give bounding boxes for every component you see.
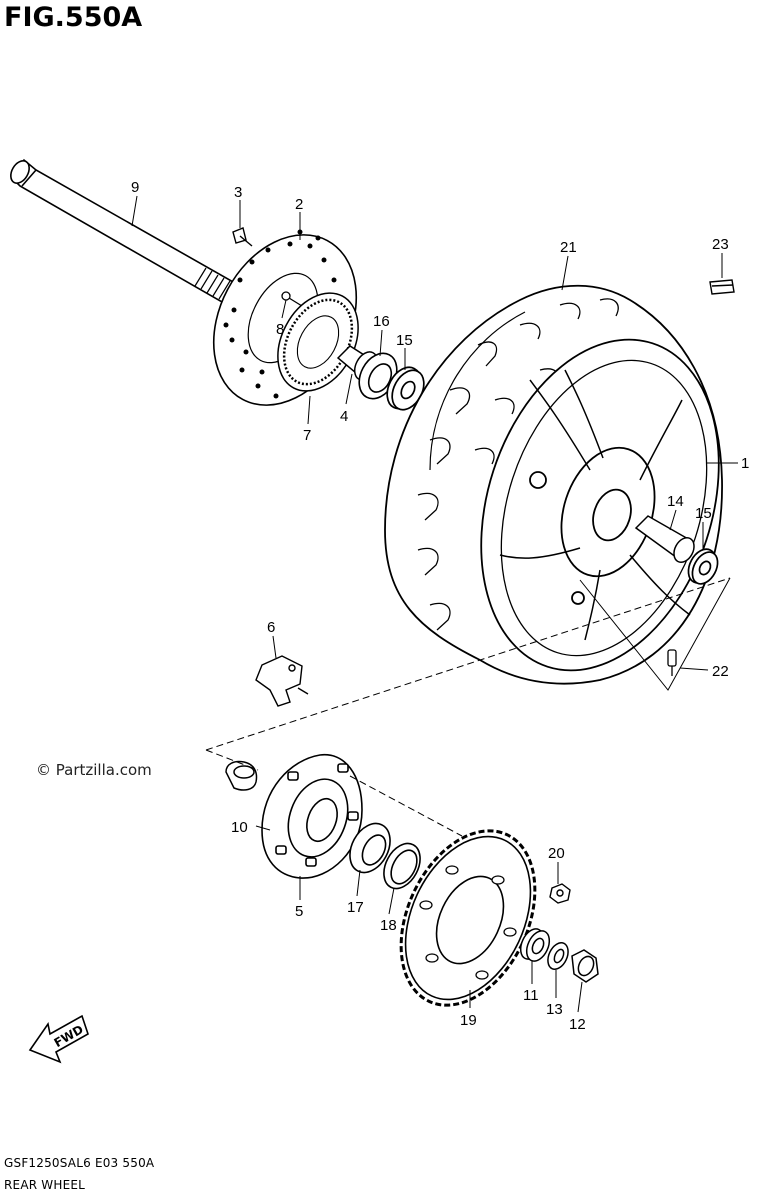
footer-model-code: GSF1250SAL6 E03 550A	[4, 1156, 155, 1170]
callout-10: 10	[231, 819, 248, 836]
callout-20: 20	[548, 845, 565, 862]
axle-spacer	[519, 928, 551, 962]
callout-6: 6	[267, 619, 275, 636]
o-ring	[383, 842, 421, 890]
figure-title: FIG.550A	[4, 2, 143, 33]
callout-9: 9	[131, 179, 139, 196]
callout-labels: 1 2 3 4 5 6 7 8 9 10 11 12 13 14 15 15 1…	[131, 179, 749, 1033]
wheel-bearing-left	[386, 366, 425, 411]
wheel-bearing-right	[687, 548, 719, 585]
assembly-lines	[205, 577, 731, 837]
callout-15b: 15	[695, 505, 712, 522]
forward-arrow	[28, 1014, 89, 1064]
callout-19: 19	[460, 1012, 477, 1029]
callout-22: 22	[712, 663, 729, 680]
sprocket-drum	[261, 754, 363, 879]
callout-21: 21	[560, 239, 577, 256]
callout-15a: 15	[396, 332, 413, 349]
hub-spacer	[634, 515, 695, 563]
callout-2: 2	[295, 196, 303, 213]
callout-1: 1	[741, 455, 749, 472]
sprocket-nut	[549, 883, 571, 904]
callout-17: 17	[347, 899, 364, 916]
disc-bolt	[232, 227, 253, 247]
callout-4: 4	[340, 408, 348, 425]
sprocket-oil-seal	[349, 822, 391, 874]
callout-11: 11	[523, 987, 539, 1004]
axle-washer	[547, 942, 569, 970]
callout-23: 23	[712, 236, 729, 253]
brake-hose-clamp	[255, 655, 309, 707]
copyright-notice: © Partzilla.com	[36, 761, 152, 779]
callout-7: 7	[303, 427, 311, 444]
callout-18: 18	[380, 917, 397, 934]
callout-13: 13	[546, 1001, 563, 1018]
rear-sprocket	[399, 829, 537, 1007]
callout-8: 8	[276, 321, 284, 338]
wheel-damper	[225, 760, 258, 791]
callout-16: 16	[373, 313, 390, 330]
callout-3: 3	[234, 184, 242, 201]
rear-axle	[10, 158, 237, 304]
leader-lines	[131, 195, 738, 1013]
axle-nut	[571, 949, 599, 983]
callout-14: 14	[667, 493, 684, 510]
callout-12: 12	[569, 1016, 586, 1033]
balance-weight	[709, 279, 735, 295]
callout-5: 5	[295, 903, 303, 920]
tire-valve	[667, 649, 677, 676]
footer-figure-name: REAR WHEEL	[4, 1178, 86, 1192]
rear-wheel-rim	[480, 338, 720, 672]
